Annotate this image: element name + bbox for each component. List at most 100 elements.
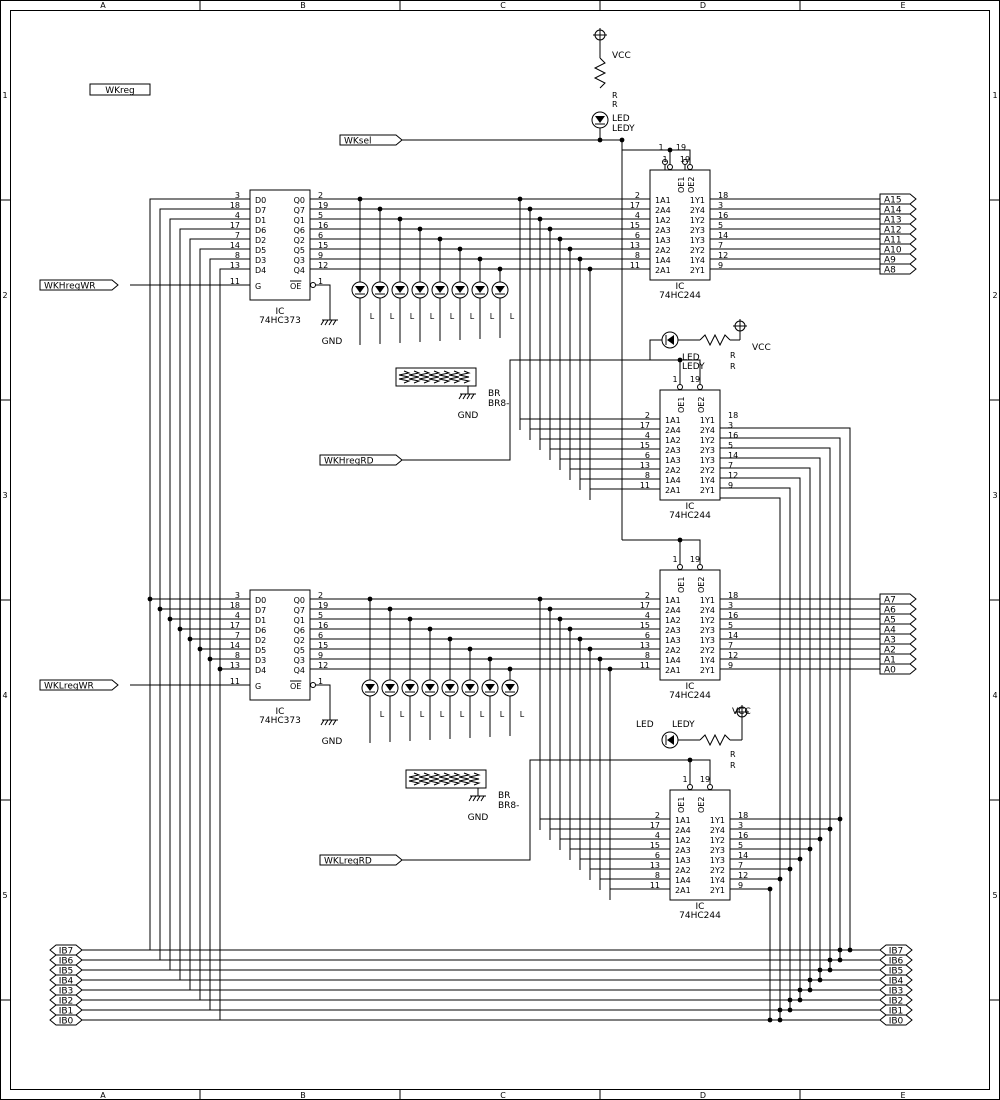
hsel-pin-name: 2A4 bbox=[655, 206, 671, 215]
lsel-pin-num: 8 bbox=[645, 651, 650, 660]
lreg-pin-num: 18 bbox=[230, 601, 240, 610]
hrd-pin-num: 17 bbox=[640, 421, 650, 430]
hsel-pin-num: 17 bbox=[630, 201, 640, 210]
lled-led-l: L bbox=[380, 710, 385, 719]
ibus-port-right-6-label: IB1 bbox=[889, 1007, 904, 1017]
led-triangle bbox=[365, 684, 375, 691]
junction-dot bbox=[797, 997, 803, 1003]
oe-tie bbox=[689, 759, 711, 784]
hrd-pin-name: 1A2 bbox=[665, 436, 681, 445]
junction-dot bbox=[847, 947, 853, 953]
hsel-part: 74HC244 bbox=[659, 291, 701, 301]
hrd-pin-num: 8 bbox=[645, 471, 650, 480]
lrd-pin-name: 1A3 bbox=[675, 856, 691, 865]
addr-low-port-4-label: A3 bbox=[884, 636, 896, 646]
led-triangle bbox=[425, 684, 435, 691]
wklregwr-port-label: WKLregWR bbox=[44, 682, 94, 692]
hrd-pin-name: 2Y3 bbox=[700, 446, 715, 455]
addr-high-port-4 bbox=[879, 233, 917, 245]
junction-dot bbox=[177, 626, 183, 632]
lreg-pin-name: D2 bbox=[255, 636, 266, 645]
hsel-pin-name: 2A3 bbox=[655, 226, 671, 235]
lreg-gnd: GND bbox=[322, 737, 343, 747]
addr-high-port-5-label: A10 bbox=[884, 246, 902, 256]
hrd-out bbox=[720, 467, 811, 990]
hled-led-l: L bbox=[470, 312, 475, 321]
lsel-pin-num: 18 bbox=[728, 591, 738, 600]
junction-dot bbox=[207, 656, 213, 662]
addr-low-port-7-label: A0 bbox=[884, 666, 896, 676]
hreg-pin-name: D1 bbox=[255, 216, 266, 225]
hsel-pin-num: 7 bbox=[718, 241, 723, 250]
hrd-out bbox=[720, 487, 791, 1010]
hled-led-l: L bbox=[370, 312, 375, 321]
row-marker: 5 bbox=[2, 891, 7, 900]
hsel-pin-num: 6 bbox=[635, 231, 640, 240]
resistor bbox=[408, 772, 421, 786]
lled-led-l: L bbox=[500, 710, 505, 719]
lrd-vcc: VCC bbox=[732, 707, 751, 717]
lrd-part: 74HC244 bbox=[679, 911, 721, 921]
hreg-pin-name: D4 bbox=[255, 266, 266, 275]
lled-led-l: L bbox=[440, 710, 445, 719]
hsel-pin-num: 18 bbox=[718, 191, 728, 200]
hsel-pin-num: 13 bbox=[630, 241, 640, 250]
hrd-part: 74HC244 bbox=[669, 511, 711, 521]
led-triangle bbox=[485, 684, 495, 691]
lrd-pin-num: 8 bbox=[655, 871, 660, 880]
lsel-pin-num: 4 bbox=[645, 611, 650, 620]
lreg-pin-name: Q3 bbox=[294, 656, 305, 665]
hrd-pin-num: 6 bbox=[645, 451, 650, 460]
hrd-pin-name: 2A1 bbox=[665, 486, 681, 495]
ibus-port-left-7 bbox=[49, 1014, 83, 1026]
gnd-hatch bbox=[328, 719, 333, 726]
lsel-pin-name: 2Y3 bbox=[700, 626, 715, 635]
lreg-pin-num: 17 bbox=[230, 621, 240, 630]
hsel-pin-name: 1A4 bbox=[655, 256, 671, 265]
lrd-pin-num: 3 bbox=[738, 821, 743, 830]
hrd-pin-name: 1A1 bbox=[665, 416, 681, 425]
lrd-led: LED bbox=[636, 720, 654, 730]
hreg-pin-num: 6 bbox=[318, 231, 323, 240]
lsel-pin-name: 2A1 bbox=[665, 666, 681, 675]
inv-bubble bbox=[667, 164, 673, 170]
wkreg-label: WKreg bbox=[105, 86, 135, 96]
hreg-pin-num: 18 bbox=[230, 201, 240, 210]
lsel-pin-name: 1A1 bbox=[665, 596, 681, 605]
ibus-port-right-7-label: IB0 bbox=[889, 1017, 904, 1027]
lsel-pin-name: 2Y4 bbox=[700, 606, 715, 615]
junction-dot bbox=[787, 866, 793, 872]
lsel-pin-num: 9 bbox=[728, 661, 733, 670]
ibus-port-left-3-label: IB4 bbox=[59, 977, 74, 987]
hrd-pin-name: 1Y2 bbox=[700, 436, 715, 445]
lsel-pin-name: 2A4 bbox=[665, 606, 681, 615]
lreg-pin-num: 15 bbox=[318, 641, 328, 650]
inv-bubble bbox=[677, 384, 683, 390]
wkhregrd-line bbox=[402, 359, 680, 461]
hled-led-l: L bbox=[450, 312, 455, 321]
ibus-port-right-1-label: IB6 bbox=[889, 957, 904, 967]
hreg-pin-name: Q7 bbox=[294, 206, 305, 215]
lsel-buffer-box bbox=[659, 569, 721, 681]
column-marker: D bbox=[700, 1, 706, 10]
lreg-pin-name: Q1 bbox=[294, 616, 305, 625]
lrd-pin-num: 4 bbox=[655, 831, 660, 840]
lsel-pin-num: 12 bbox=[728, 651, 738, 660]
lreg-pin-num: 1 bbox=[318, 677, 323, 686]
hsel-pin-num: 2 bbox=[635, 191, 640, 200]
addr-low-port-6-label: A1 bbox=[884, 656, 896, 666]
lled-br-gnd: GND bbox=[468, 813, 489, 823]
ibus-port-left-7-label: IB0 bbox=[59, 1017, 74, 1027]
column-marker: C bbox=[500, 1, 506, 10]
inv-bubble bbox=[682, 159, 688, 165]
junction-dot bbox=[827, 967, 833, 973]
hreg-pin-name: Q2 bbox=[294, 236, 305, 245]
addr-low-port-1 bbox=[879, 603, 917, 615]
junction-dot bbox=[777, 876, 783, 882]
inv-bubble bbox=[310, 682, 316, 688]
lreg-pin-num: 14 bbox=[230, 641, 240, 650]
lrd-pin-num: 17 bbox=[650, 821, 660, 830]
hsel-pin-num: 5 bbox=[718, 221, 723, 230]
junction-dot bbox=[807, 987, 813, 993]
lreg-pin-num: 4 bbox=[235, 611, 240, 620]
